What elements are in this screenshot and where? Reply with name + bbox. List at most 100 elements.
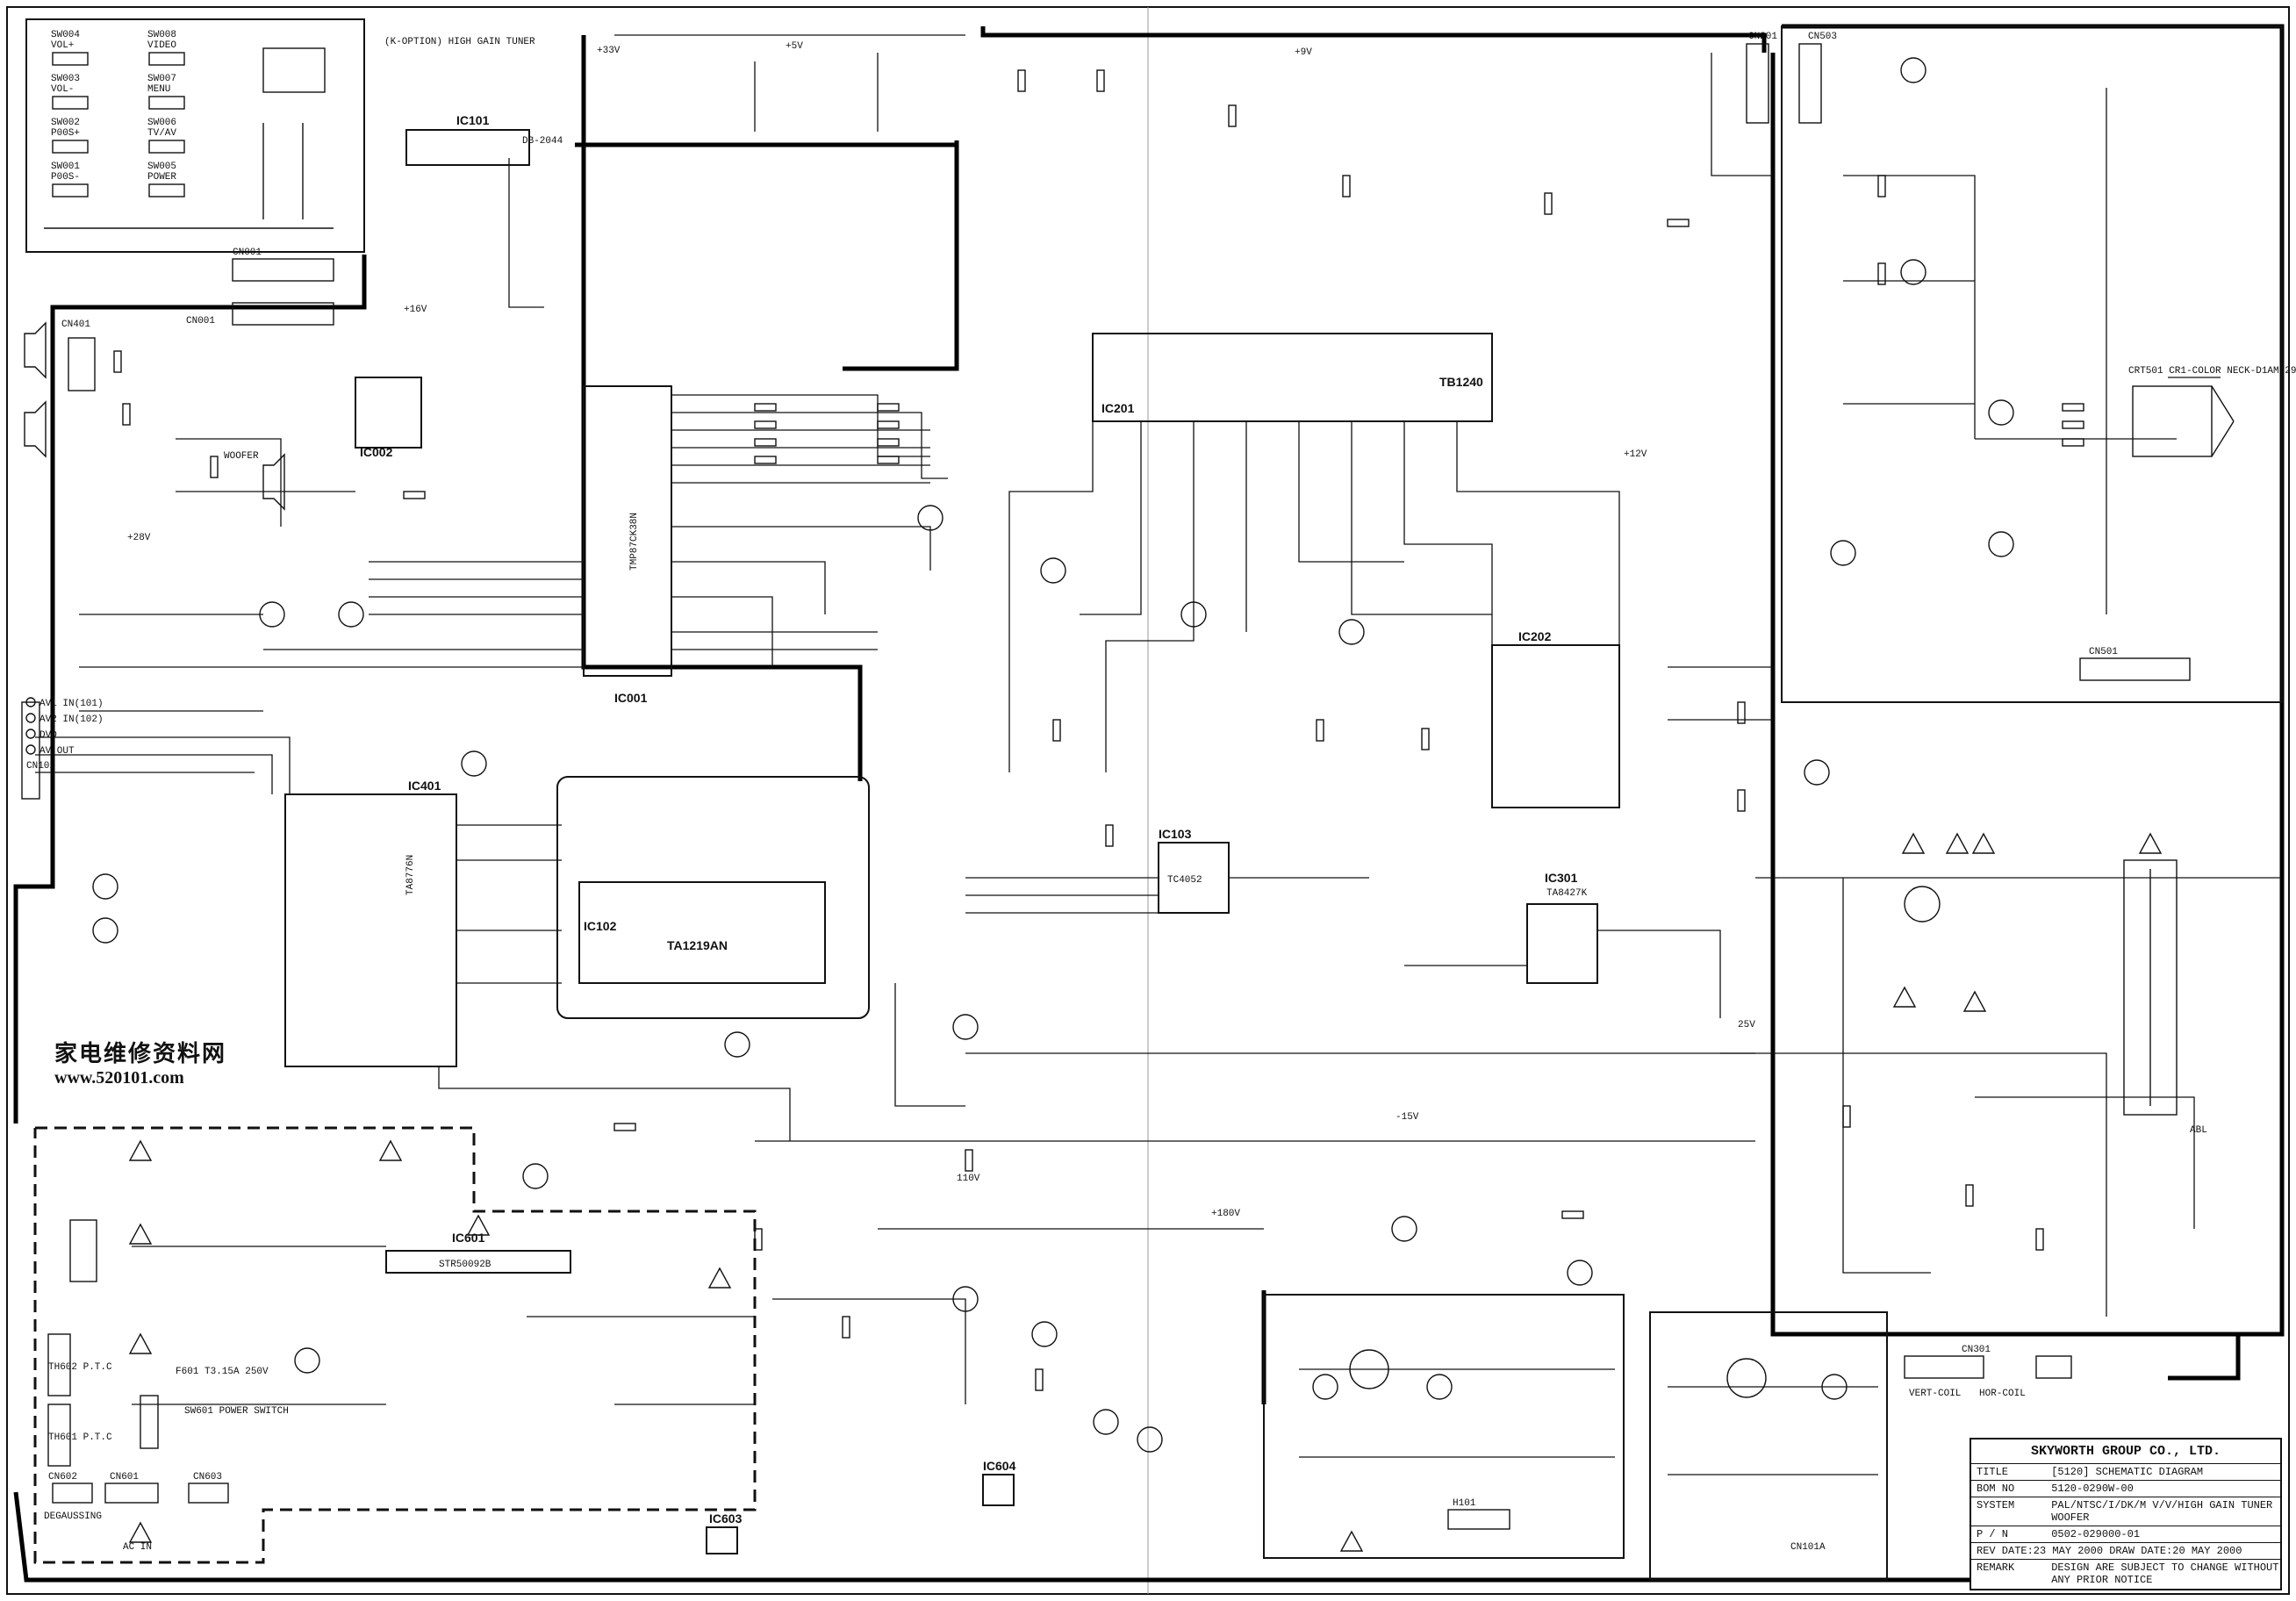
cn201-label: CN201 xyxy=(1748,32,1777,42)
th601-label: TH601 P.T.C xyxy=(48,1432,112,1443)
av-board-1-outline xyxy=(1263,1294,1625,1559)
v12-label: +12V xyxy=(1624,449,1647,460)
key-sw005: SW005 xyxy=(147,162,176,172)
system-key: SYSTEM xyxy=(1977,1499,2015,1511)
ic202-ref: IC202 xyxy=(1518,629,1552,643)
key-sw004: SW004 xyxy=(51,30,80,40)
av2-in-label: AV2 IN(102) xyxy=(39,714,104,725)
cn503-label: CN503 xyxy=(1808,32,1837,42)
v5-label: +5V xyxy=(786,41,803,52)
ic601-part: STR50092B xyxy=(439,1260,491,1270)
system-value: PAL/NTSC/I/DK/M V/V/HIGH GAIN TUNER xyxy=(2051,1499,2273,1511)
title-row: TITLE [5120] SCHEMATIC DIAGRAM xyxy=(1971,1464,2280,1481)
v180-label: +180V xyxy=(1211,1209,1240,1219)
ic103-ref: IC103 xyxy=(1159,827,1192,841)
key-sw006-label: TV/AV xyxy=(147,128,176,139)
ic301-part: TA8427K xyxy=(1546,888,1588,899)
av-board-2-outline xyxy=(1649,1311,1888,1581)
keypad-switches xyxy=(44,47,334,229)
ic103-part: TC4052 xyxy=(1167,875,1202,886)
remark-key: REMARK xyxy=(1977,1562,2015,1574)
degaussing-label: DEGAUSSING xyxy=(44,1511,102,1522)
ic002-ref: IC002 xyxy=(360,445,393,459)
date-row: REV DATE:23 MAY 2000 DRAW DATE:20 MAY 20… xyxy=(1971,1543,2280,1560)
key-sw004-label: VOL+ xyxy=(51,40,74,51)
watermark-url: www.520101.com xyxy=(54,1068,184,1088)
power-supply-hot-area xyxy=(33,1126,757,1564)
ic102-part: TA1219AN xyxy=(667,938,728,952)
safety-warning-icons xyxy=(128,832,2163,1552)
v9-label: +9V xyxy=(1295,47,1312,58)
remark-value: DESIGN ARE SUBJECT TO CHANGE WITHOUT xyxy=(2051,1562,2279,1574)
title-key: TITLE xyxy=(1977,1466,2009,1478)
title-block: SKYWORTH GROUP CO., LTD. TITLE [5120] SC… xyxy=(1970,1438,2282,1590)
ic604-ref: IC604 xyxy=(983,1459,1016,1473)
v15n-label: -15V xyxy=(1396,1112,1419,1123)
remark-value-2: ANY PRIOR NOTICE xyxy=(2051,1574,2153,1586)
cn301-label: CN301 xyxy=(1962,1345,1991,1355)
ic101-part: DB-2044 xyxy=(522,136,563,147)
v16-label: +16V xyxy=(404,305,427,315)
cn501-label: CN501 xyxy=(2089,647,2118,657)
ic201-ref: IC201 xyxy=(1101,401,1135,415)
ac-in-label: AC IN xyxy=(123,1542,152,1553)
cn101a-label: CN101A xyxy=(1790,1542,1826,1553)
ic401-part: TA8776N xyxy=(405,855,416,895)
v28-label: +28V xyxy=(127,533,151,543)
ic102-ref: IC102 xyxy=(584,919,617,933)
key-sw005-label: POWER xyxy=(147,172,176,183)
passive-components xyxy=(92,57,2084,1453)
key-sw003-label: VOL- xyxy=(51,84,74,95)
watermark: 家电维修资料网 www.520101.com xyxy=(54,1036,226,1088)
dvd-label: DVD xyxy=(39,730,57,741)
v25-label: 25V xyxy=(1738,1020,1755,1030)
ic201-part: TB1240 xyxy=(1439,375,1483,389)
speaker-icon xyxy=(24,321,285,511)
av1-in-label: AV1 IN(101) xyxy=(39,699,104,709)
key-sw007-label: MENU xyxy=(147,84,170,95)
av-out-label: AV OUT xyxy=(39,746,75,757)
key-sw001-label: P00S- xyxy=(51,172,80,183)
bom-value: 5120-0290W-00 xyxy=(2051,1483,2134,1495)
rev-date: REV DATE:23 MAY 2000 xyxy=(1977,1545,2104,1557)
cn102-label: CN102 xyxy=(26,761,55,772)
v110-label: 110V xyxy=(957,1174,980,1184)
cn401-label: CN401 xyxy=(61,319,90,330)
ic601-ref: IC601 xyxy=(452,1231,485,1245)
key-sw003: SW003 xyxy=(51,74,80,84)
fuse-label: F601 T3.15A 250V xyxy=(176,1367,269,1377)
pn-row: P / N 0502-029000-01 xyxy=(1971,1526,2280,1543)
th602-label: TH602 P.T.C xyxy=(48,1362,112,1373)
draw-date: DRAW DATE:20 MAY 2000 xyxy=(2109,1545,2242,1557)
cn001-label: CN001 xyxy=(186,316,215,327)
abl-label: ABL xyxy=(2190,1125,2207,1136)
key-sw008: SW008 xyxy=(147,30,176,40)
pn-key: P / N xyxy=(1977,1528,2009,1540)
key-sw001: SW001 xyxy=(51,162,80,172)
key-sw002: SW002 xyxy=(51,118,80,128)
key-sw008-label: VIDEO xyxy=(147,40,176,51)
ic001-ref: IC001 xyxy=(614,691,648,705)
ground-bus-traces xyxy=(13,24,2285,1583)
crt-label: CRT501 CR1-COLOR NECK-D1AM.29.1mm xyxy=(2128,366,2296,377)
h101-label: H101 xyxy=(1453,1498,1476,1509)
tuner-label: (K-OPTION) HIGH GAIN TUNER xyxy=(384,37,535,47)
cn601-label: CN601 xyxy=(110,1472,139,1483)
v33-label: +33V xyxy=(597,46,621,56)
ic101-ref: IC101 xyxy=(456,113,490,127)
remark-row: REMARK DESIGN ARE SUBJECT TO CHANGE WITH… xyxy=(1971,1560,2280,1588)
keypad-board-outline xyxy=(25,18,365,253)
key-sw007: SW007 xyxy=(147,74,176,84)
audio-switch-block xyxy=(556,776,870,1019)
cn002-label: CN001 xyxy=(233,248,262,258)
company-name: SKYWORTH GROUP CO., LTD. xyxy=(1971,1439,2280,1464)
key-sw006: SW006 xyxy=(147,118,176,128)
ic001-part: TMP87CK38N xyxy=(629,513,640,571)
power-switch-label: SW601 POWER SWITCH xyxy=(184,1406,289,1417)
woofer-label: WOOFER xyxy=(224,451,259,462)
ic603-ref: IC603 xyxy=(709,1511,743,1526)
system-row: SYSTEM PAL/NTSC/I/DK/M V/V/HIGH GAIN TUN… xyxy=(1971,1497,2280,1526)
cn602-label: CN602 xyxy=(48,1472,77,1483)
ic301-ref: IC301 xyxy=(1545,871,1578,885)
